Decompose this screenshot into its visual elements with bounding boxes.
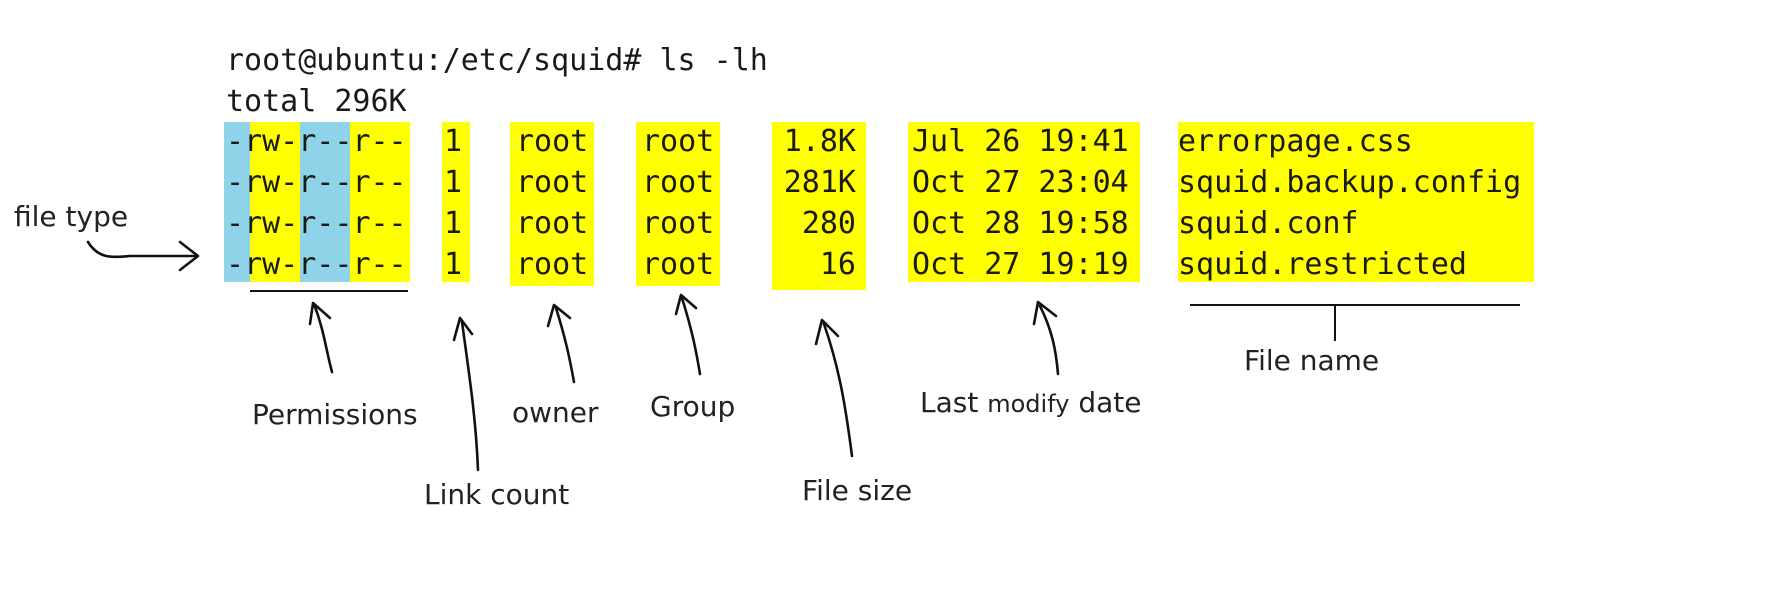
file-type-label: file type bbox=[14, 200, 129, 233]
permissions-underline bbox=[250, 290, 408, 292]
group-label: Group bbox=[650, 390, 736, 423]
file-type-char: - bbox=[226, 165, 245, 200]
owner-highlight bbox=[510, 122, 594, 286]
group-cell: root bbox=[642, 124, 715, 159]
owner-label: owner bbox=[512, 396, 599, 429]
permissions-label: Permissions bbox=[252, 398, 418, 431]
user-permissions: rw- bbox=[244, 247, 299, 282]
link-count-highlight bbox=[442, 122, 470, 282]
owner-cell: root bbox=[516, 247, 589, 282]
group-cell: root bbox=[642, 165, 715, 200]
permissions-cell: -rw-r--r-- bbox=[226, 164, 407, 202]
group-perm-highlight bbox=[300, 122, 350, 282]
permissions-cell: -rw-r--r-- bbox=[226, 123, 407, 161]
link-count-cell: 1 bbox=[444, 206, 463, 241]
link-count-cell: 1 bbox=[444, 165, 463, 200]
last-modify-date-label: Last modify date bbox=[920, 386, 1141, 419]
user-permissions: rw- bbox=[244, 165, 299, 200]
date-arrow bbox=[1032, 300, 1060, 376]
date-cell: Jul 26 19:41 bbox=[912, 124, 1129, 159]
group-highlight bbox=[636, 122, 720, 286]
other-permissions: r-- bbox=[352, 247, 407, 282]
size-cell: 280 bbox=[801, 206, 856, 241]
filename-cell: squid.backup.config bbox=[1178, 165, 1522, 200]
link-count-cell: 1 bbox=[444, 124, 463, 159]
file-size-label: File size bbox=[802, 474, 913, 507]
date-highlight bbox=[908, 122, 1140, 282]
file-type-char: - bbox=[226, 206, 245, 241]
owner-cell: root bbox=[516, 206, 589, 241]
owner-cell: root bbox=[516, 124, 589, 159]
permissions-cell: -rw-r--r-- bbox=[226, 246, 407, 284]
size-cell: 281K bbox=[783, 165, 856, 200]
file-name-tick bbox=[1334, 305, 1336, 341]
filename-cell: squid.conf bbox=[1178, 206, 1359, 241]
other-permissions: r-- bbox=[352, 165, 407, 200]
total-line: total 296K bbox=[226, 84, 407, 119]
other-permissions: r-- bbox=[352, 124, 407, 159]
file-size-highlight bbox=[772, 122, 866, 290]
permissions-cell: -rw-r--r-- bbox=[226, 205, 407, 243]
group-cell: root bbox=[642, 206, 715, 241]
user-perm-highlight bbox=[250, 122, 300, 282]
size-cell: 1.8K bbox=[783, 124, 856, 159]
link-count-arrow bbox=[452, 316, 480, 472]
file-type-char: - bbox=[226, 247, 245, 282]
date-cell: Oct 28 19:58 bbox=[912, 206, 1129, 241]
last-modify-word-modify: modify bbox=[987, 390, 1070, 418]
file-name-underline bbox=[1190, 304, 1520, 306]
last-modify-word-last: Last bbox=[920, 386, 988, 419]
group-permissions: r-- bbox=[298, 124, 353, 159]
group-permissions: r-- bbox=[298, 206, 353, 241]
command-line: root@ubuntu:/etc/squid# ls -lh bbox=[226, 43, 768, 78]
size-cell: 16 bbox=[819, 247, 856, 282]
file-type-char: - bbox=[226, 124, 245, 159]
last-modify-word-date: date bbox=[1069, 386, 1142, 419]
file-size-arrow bbox=[814, 318, 854, 458]
other-perm-highlight bbox=[350, 122, 410, 282]
file-name-highlight bbox=[1178, 122, 1534, 282]
owner-arrow bbox=[546, 303, 576, 384]
link-count-cell: 1 bbox=[444, 247, 463, 282]
file-type-arrow bbox=[86, 240, 200, 272]
owner-cell: root bbox=[516, 165, 589, 200]
filename-cell: squid.restricted bbox=[1178, 247, 1467, 282]
group-arrow bbox=[674, 293, 702, 376]
file-name-label: File name bbox=[1244, 344, 1380, 377]
filename-cell: errorpage.css bbox=[1178, 124, 1413, 159]
date-cell: Oct 27 23:04 bbox=[912, 165, 1129, 200]
group-permissions: r-- bbox=[298, 165, 353, 200]
group-permissions: r-- bbox=[298, 247, 353, 282]
group-cell: root bbox=[642, 247, 715, 282]
permissions-arrow bbox=[308, 301, 334, 374]
other-permissions: r-- bbox=[352, 206, 407, 241]
file-type-highlight bbox=[224, 122, 250, 282]
user-permissions: rw- bbox=[244, 206, 299, 241]
date-cell: Oct 27 19:19 bbox=[912, 247, 1129, 282]
link-count-label: Link count bbox=[424, 478, 570, 511]
user-permissions: rw- bbox=[244, 124, 299, 159]
